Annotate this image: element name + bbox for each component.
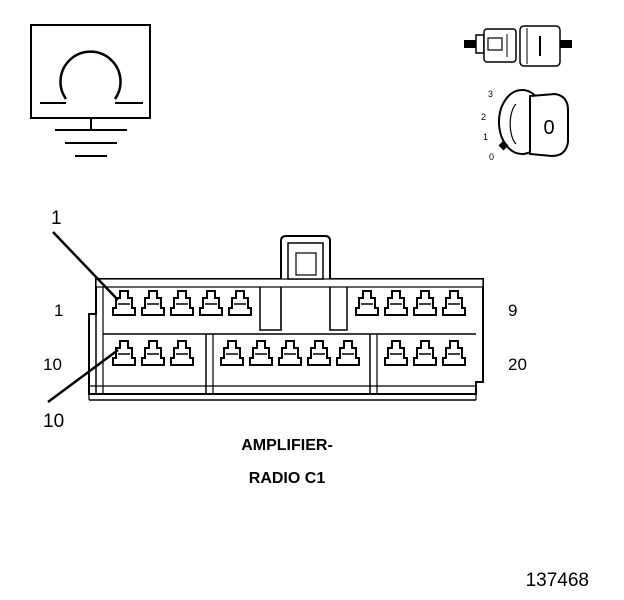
disconnected-connector-icon [464,25,572,67]
ignition-key-off-icon: 3 2 1 0 0 [481,89,569,162]
pin10-leader-line [47,348,119,404]
pin-terminal-20 [442,340,466,366]
pin-terminal-19 [413,340,437,366]
row1-left-pin-label: 1 [54,301,63,320]
pin-terminal-12 [170,340,194,366]
pin-terminal-15 [278,340,302,366]
key-position-label: 0 [543,117,554,139]
pin-terminal-7 [384,290,408,316]
pin-terminal-17 [336,340,360,366]
pin-terminal-14 [249,340,273,366]
pin-terminal-16 [307,340,331,366]
pin-terminal-5 [228,290,252,316]
pin-terminal-10 [112,340,136,366]
pin-terminal-3 [170,290,194,316]
pin-terminal-4 [199,290,223,316]
pin-terminal-18 [384,340,408,366]
top-row-pins [112,290,466,316]
ignition-position-3: 3 [488,89,493,99]
row2-right-pin-label: 20 [508,355,527,374]
figure-number: 137468 [526,570,589,591]
ignition-position-1: 1 [483,132,488,142]
connector-name-line1: AMPLIFIER- [241,437,333,454]
row2-left-pin-label: 10 [43,355,62,374]
connector-body [88,235,484,401]
pin-terminal-2 [141,290,165,316]
pin-terminal-8 [413,290,437,316]
row1-right-pin-label: 9 [508,301,517,320]
pin-terminal-9 [442,290,466,316]
bottom-row-pins [112,340,466,366]
pin-terminal-13 [220,340,244,366]
pin-terminal-11 [141,340,165,366]
pin10-callout-label: 10 [43,411,64,432]
pin1-leader-line [52,231,119,301]
ignition-position-2: 2 [481,112,486,122]
ohmmeter-ground-icon [30,24,151,157]
connector-name-line2: RADIO C1 [249,470,326,487]
pin1-callout-label: 1 [51,208,62,229]
ignition-position-0: 0 [489,152,494,162]
pin-terminal-6 [355,290,379,316]
